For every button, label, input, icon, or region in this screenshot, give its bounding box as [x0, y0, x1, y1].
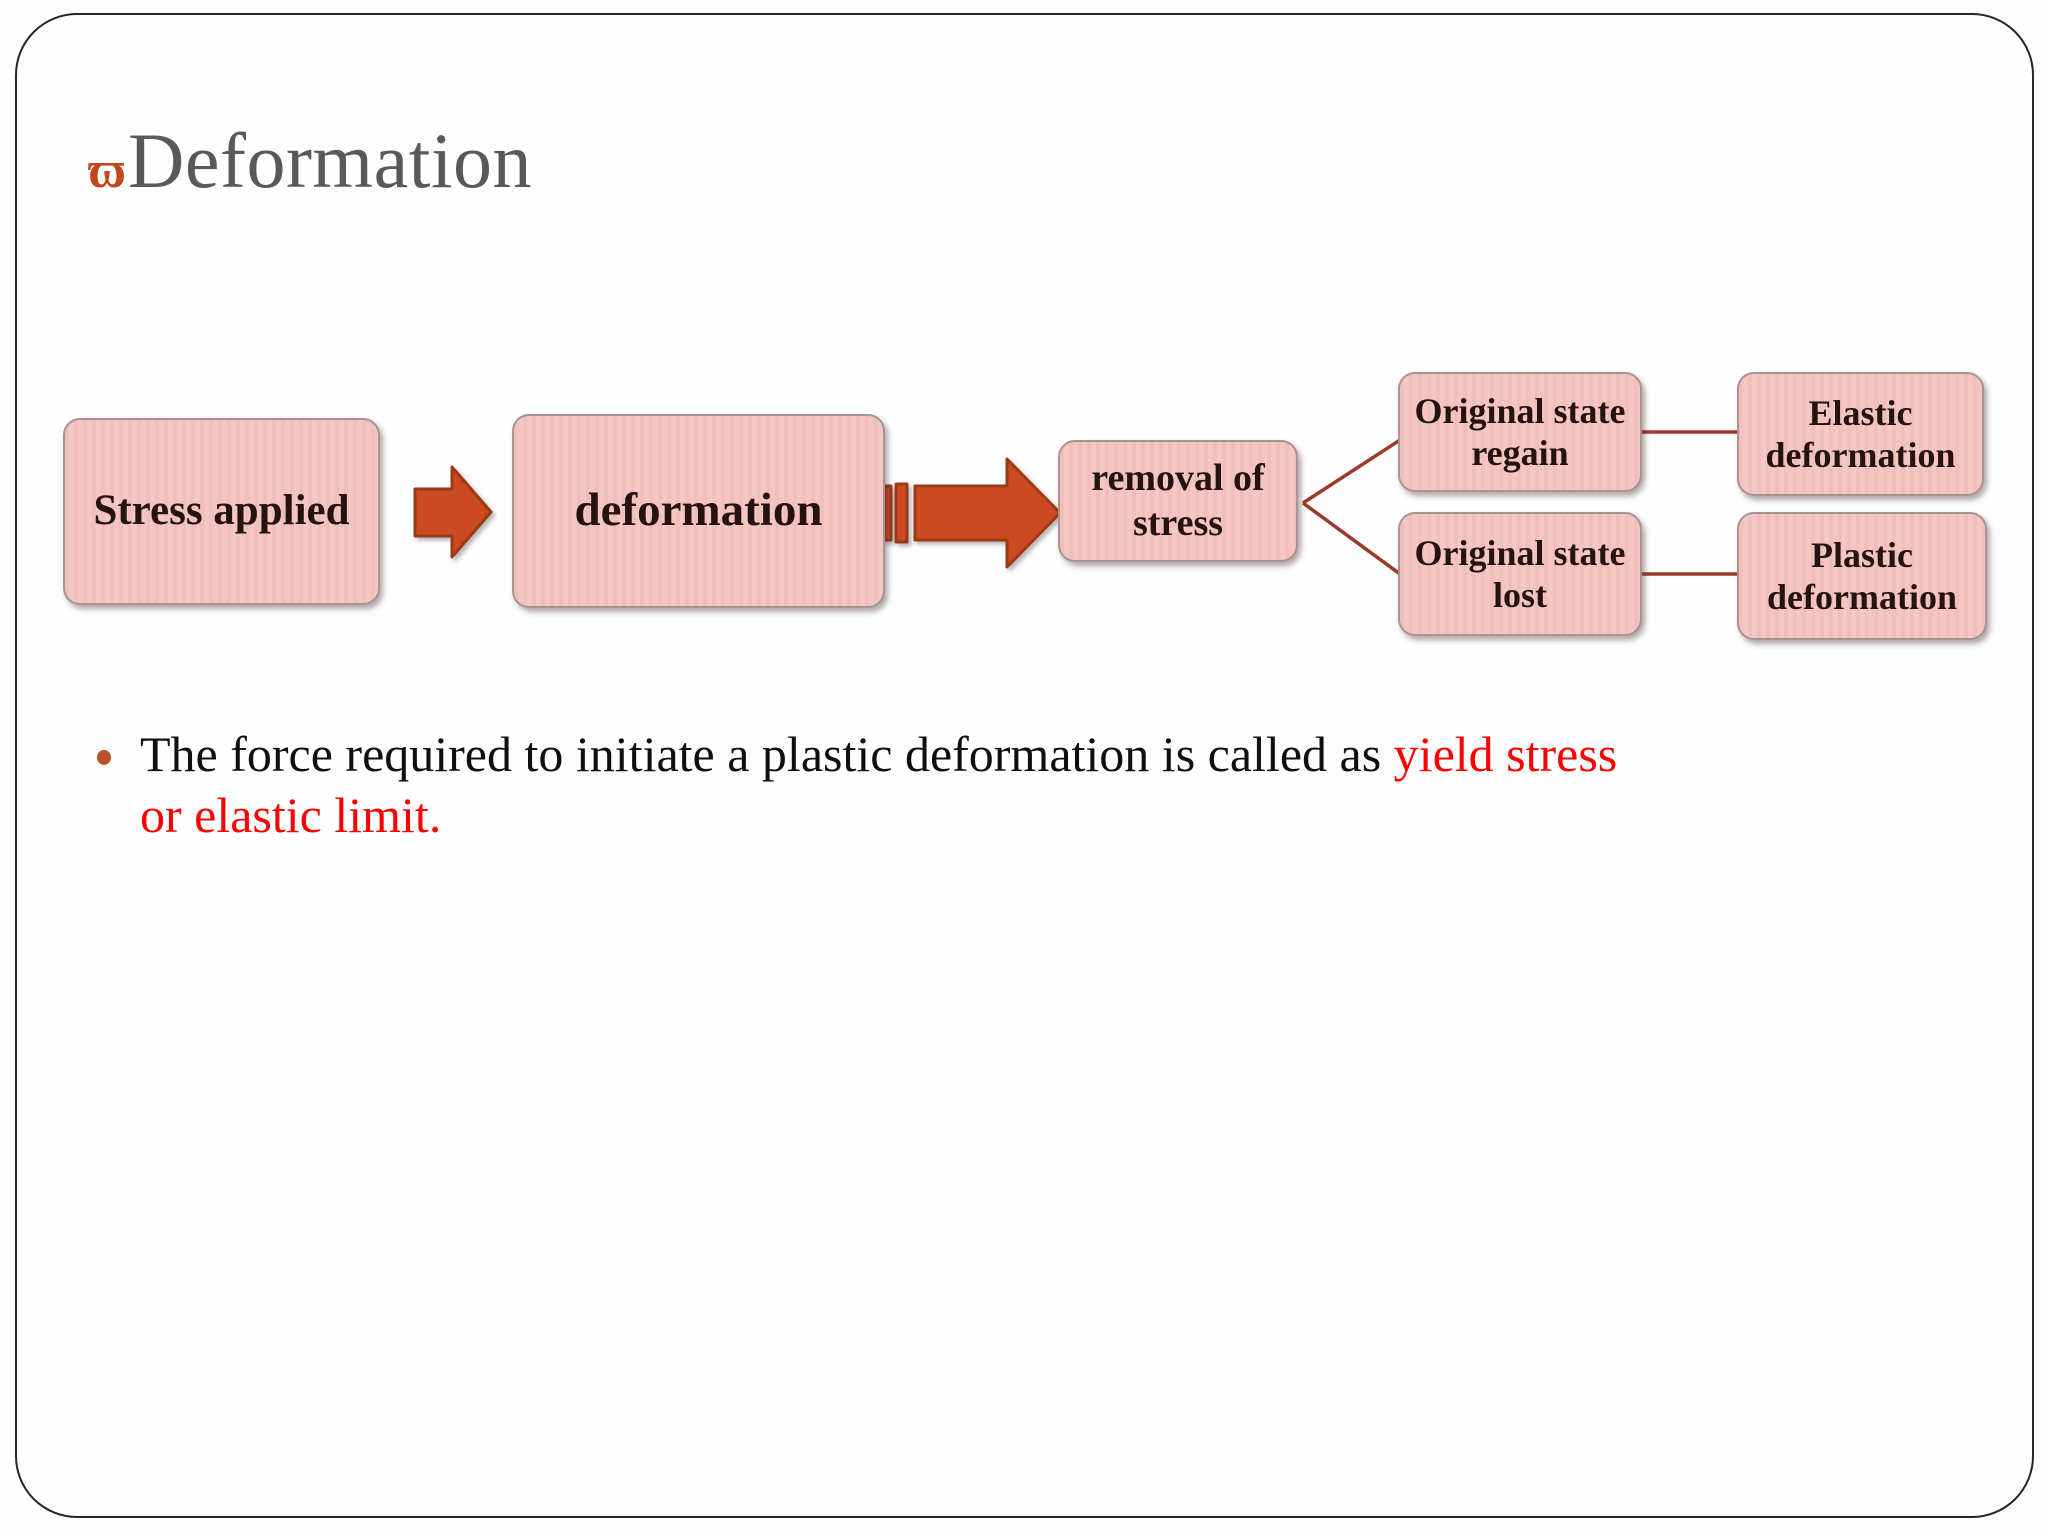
flow-box-original-state-lost: Original state lost — [1398, 512, 1642, 636]
bullet-text: The force required to initiate a plastic… — [140, 724, 2025, 846]
connector-removal-to-regain — [1302, 438, 1401, 505]
right-block-arrow-icon — [413, 465, 493, 559]
title-bullet-glyph-icon: ϖ — [88, 142, 127, 199]
page-title: Deformation — [128, 117, 533, 204]
bullet-text-line1: The force required to initiate a plastic… — [140, 726, 1617, 782]
flow-box-elastic-deformation: Elastic deformation — [1737, 372, 1984, 496]
striped-right-block-arrow-icon — [882, 457, 1062, 569]
flow-box-original-state-regain: Original state regain — [1398, 372, 1642, 492]
bullet-text-black: The force required to initiate a plastic… — [140, 726, 1382, 782]
flow-box-plastic-deformation: Plastic deformation — [1737, 512, 1987, 640]
flow-box-stress-applied: Stress applied — [63, 418, 380, 605]
flow-box-deformation: deformation — [512, 414, 885, 608]
bullet-marker — [97, 750, 111, 765]
bullet-point: The force required to initiate a plastic… — [95, 724, 2025, 846]
slide-title: ϖ Deformation — [88, 116, 532, 206]
bullet-text-red-part1: yield stress — [1393, 726, 1618, 782]
connector-removal-to-lost — [1301, 501, 1402, 576]
flow-box-removal-of-stress: removal of stress — [1058, 440, 1298, 562]
bullet-text-red-part2: or elastic limit. — [140, 787, 442, 843]
